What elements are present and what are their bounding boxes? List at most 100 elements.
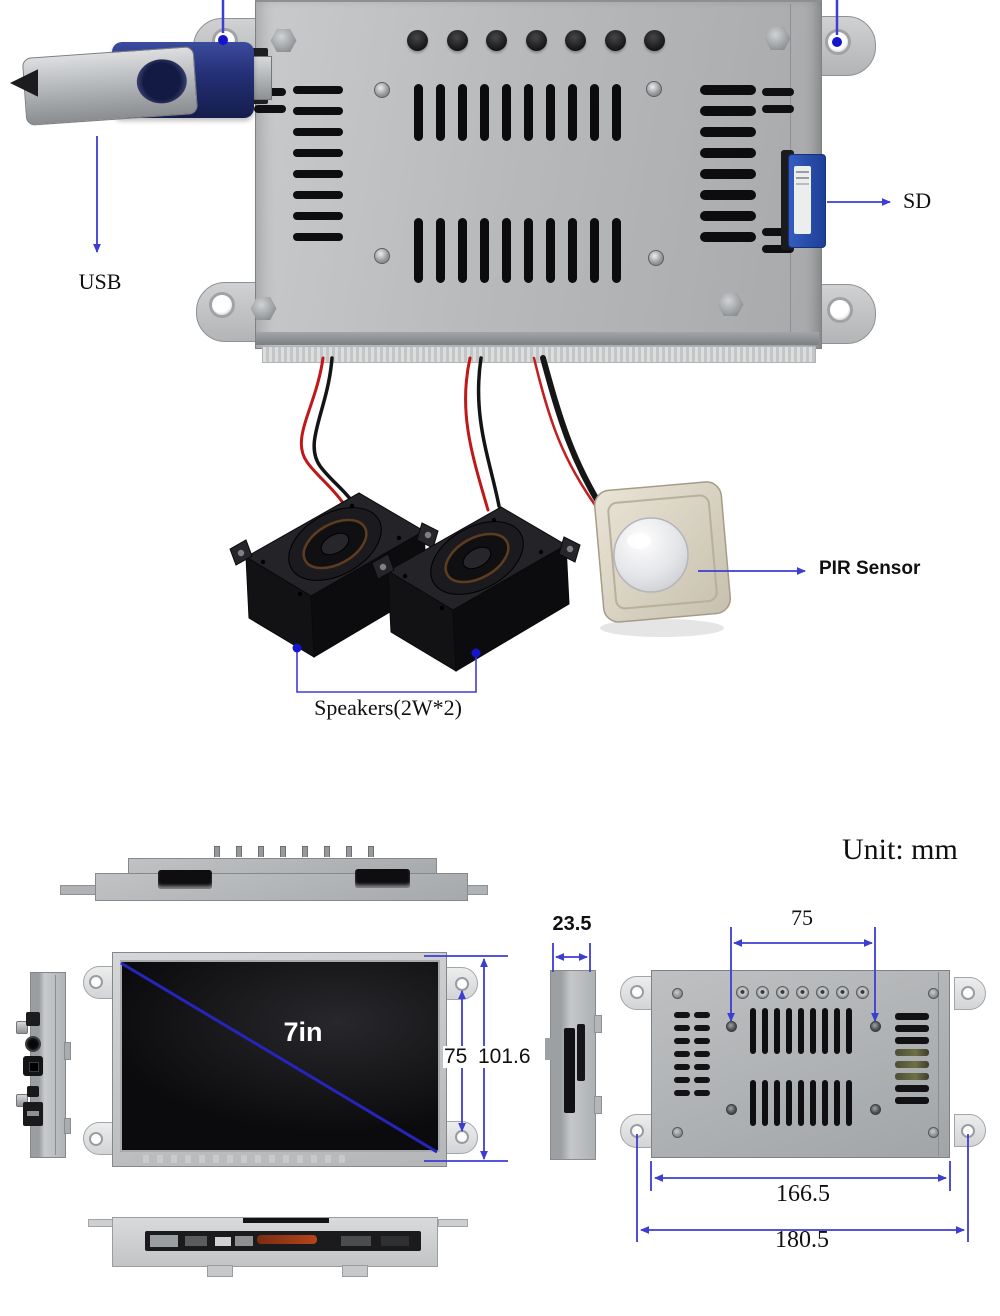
back-vents-center-bottom (750, 1080, 852, 1126)
control-button (565, 30, 586, 51)
vent-slot (674, 1064, 690, 1070)
back-corner-screw (928, 988, 939, 999)
sd-card-label (794, 166, 811, 234)
pin (324, 846, 330, 857)
connector (215, 1237, 231, 1246)
vent-slot (480, 84, 489, 141)
vent-slot (895, 1037, 929, 1044)
pir-sensor (593, 481, 732, 637)
connector (235, 1236, 253, 1246)
vent-slot (762, 105, 794, 113)
vent-slot (590, 218, 599, 283)
vent-slot (694, 1077, 710, 1083)
bottom-view-tab-right (438, 1219, 468, 1227)
connector-square (23, 1056, 43, 1076)
vent-slot (834, 1080, 840, 1126)
vent-slot (810, 1080, 816, 1126)
panel-screw (374, 248, 390, 264)
vent-slot (762, 245, 794, 253)
back-view-seam (938, 972, 939, 1156)
vent-slot (895, 1073, 929, 1080)
back-vents-left (674, 1012, 710, 1096)
clip-oval-hole (135, 57, 189, 106)
vent-slot (694, 1025, 710, 1031)
vent-slot (694, 1051, 710, 1057)
panel-screw (374, 82, 390, 98)
connector-mini (27, 1086, 39, 1097)
connector (341, 1236, 371, 1246)
back-mount-hole (630, 1124, 644, 1138)
vent-slot (895, 1085, 929, 1092)
side-view-slot (577, 1024, 585, 1081)
vent-slot (546, 84, 555, 141)
vent-slot (694, 1090, 710, 1096)
vent-slots-left-column (293, 86, 343, 241)
vent-slot (524, 84, 533, 141)
vent-slot (750, 1008, 756, 1054)
usb-swivel-clip (21, 46, 199, 126)
vent-slot (700, 232, 756, 242)
connector (185, 1236, 207, 1246)
vent-slot (414, 84, 423, 141)
control-button (816, 986, 829, 999)
connector-usb-port (23, 1102, 43, 1126)
back-corner-screw (928, 1127, 939, 1138)
hex-bolt (250, 297, 277, 320)
pin (236, 846, 242, 857)
front-view-screen (120, 960, 440, 1152)
pin (302, 846, 308, 857)
speaker-wires (299, 355, 611, 521)
panel-screw (648, 250, 664, 266)
unit-label: Unit: mm (842, 833, 958, 866)
side-view-slot (564, 1028, 575, 1113)
front-hole-spacing-label: 75 (443, 1045, 469, 1069)
mount-hole (827, 297, 853, 323)
bottom-view-foot (207, 1265, 233, 1277)
chassis-bottom-lip (256, 332, 819, 345)
vent-slot (895, 1049, 929, 1056)
front-mount-hole (89, 1132, 103, 1146)
screen-size-label: 7in (283, 1017, 323, 1047)
vent-slot (846, 1008, 852, 1054)
vent-slot (700, 148, 756, 158)
control-button (407, 30, 428, 51)
front-frame-etch (135, 1155, 345, 1163)
vent-slot (762, 1008, 768, 1054)
front-mount-hole (89, 975, 103, 989)
vent-slot (700, 127, 756, 137)
vent-slot (700, 190, 756, 200)
vent-slot (834, 1008, 840, 1054)
hex-bolt (717, 293, 744, 316)
control-button (446, 30, 468, 51)
vent-slot (798, 1080, 804, 1126)
control-button (736, 986, 749, 999)
speaker (229, 492, 439, 658)
front-mount-hole (455, 977, 469, 991)
side-view-tab (594, 1096, 602, 1114)
top-view-lower (95, 873, 468, 901)
control-button (525, 30, 547, 51)
pin (214, 846, 220, 857)
sd-label: SD (903, 188, 932, 213)
vent-slot (502, 84, 511, 141)
vent-slot (674, 1090, 690, 1096)
chassis-width-label: 166.5 (776, 1181, 830, 1207)
vent-slot (762, 1080, 768, 1126)
mount-hole (825, 29, 851, 55)
vent-slot (414, 218, 423, 283)
panel-screw (646, 81, 662, 97)
vent-slot (895, 1061, 929, 1068)
back-mid-screw (870, 1021, 881, 1032)
pin (368, 846, 374, 857)
vent-slot (750, 1080, 756, 1126)
vent-slot (674, 1012, 690, 1018)
vent-slot (293, 191, 343, 199)
control-button (796, 986, 809, 999)
vent-slot (694, 1064, 710, 1070)
back-view-buttons (736, 986, 869, 999)
back-mount-hole (961, 1124, 975, 1138)
vent-slot (895, 1013, 929, 1020)
bottom-view-tab-left (88, 1219, 114, 1227)
vent-slot (694, 1038, 710, 1044)
